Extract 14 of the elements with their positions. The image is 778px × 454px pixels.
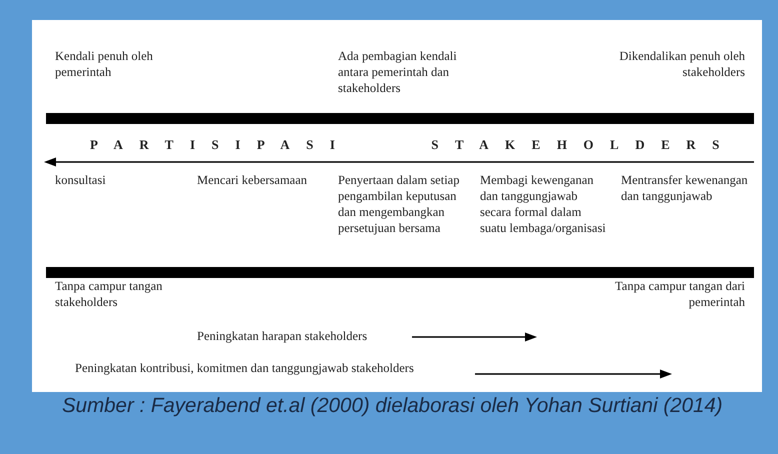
axis-heading: PARTISIPASI STAKEHOLDERS — [90, 137, 736, 153]
scale-label: Ada pembagian kendali antara pemerintah dan stakeholders — [338, 48, 458, 96]
caption: Sumber : Fayerabend et.al (2000) dielaborasi oleh Yohan Surtiani (2014) — [62, 394, 723, 418]
scale-label: Mencari kebersamaan — [197, 172, 307, 188]
scale-label: Membagi kewenganan dan tanggungjawab secara formal dalam suatu lembaga/organisasi — [480, 172, 607, 236]
trend-label: Peningkatan kontribusi, komitmen dan tanggungjawab stakeholders — [75, 360, 414, 376]
scale-label: Kendali penuh oleh pemerintah — [55, 48, 154, 80]
scale-label: Tanpa campur tangan stakeholders — [55, 278, 164, 310]
scale-label: Mentransfer kewenangan dan tanggunjawab — [621, 172, 749, 204]
trend-label: Peningkatan harapan stakeholders — [197, 328, 368, 344]
scale-label: konsultasi — [55, 172, 107, 188]
scale-label: Dikendalikan penuh oleh stakeholders — [618, 48, 745, 80]
scale-label: Tanpa campur tangan dari pemerintah — [614, 278, 745, 310]
scale-label: Penyertaan dalam setiap pengambilan keputusan dan mengembangkan persetujuan bersama — [338, 172, 460, 236]
